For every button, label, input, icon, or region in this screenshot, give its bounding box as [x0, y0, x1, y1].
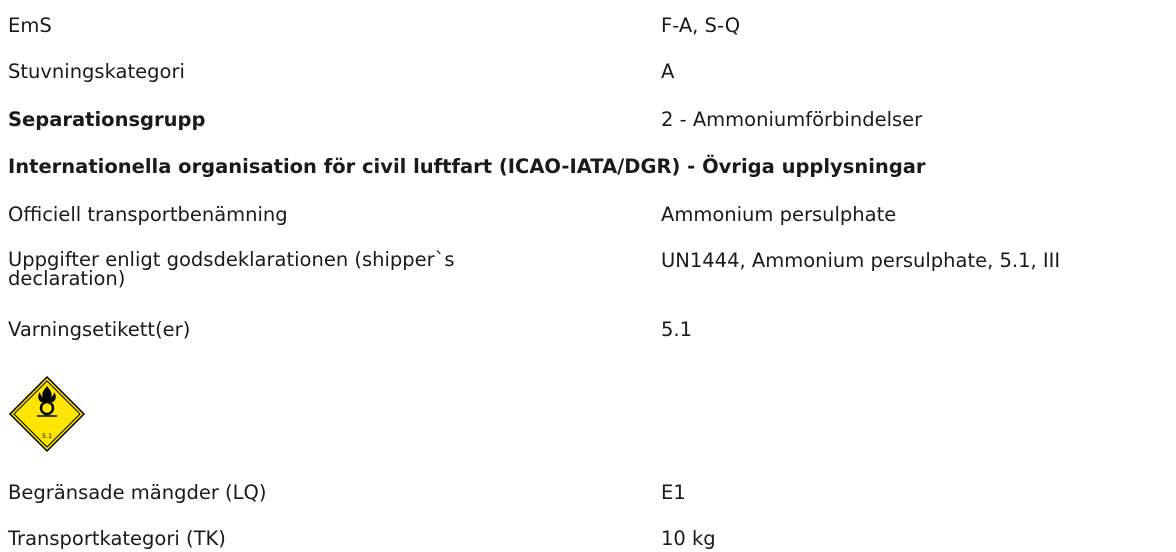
limited-quantities-value: E1	[661, 481, 686, 504]
warning-labels-label: Varningsetikett(er)	[8, 318, 191, 341]
transport-category-label: Transportkategori (TK)	[8, 527, 226, 550]
icao-heading: Internationella organisation för civil l…	[8, 155, 926, 178]
stowage-value: A	[661, 60, 675, 83]
warning-labels-value: 5.1	[661, 318, 693, 341]
declaration-value: UN1444, Ammonium persulphate, 5.1, III	[661, 249, 1061, 272]
transport-category-value: 10 kg	[661, 527, 716, 550]
shipping-name-value: Ammonium persulphate	[661, 203, 897, 226]
separation-label: Separationsgrupp	[8, 108, 206, 131]
flame-shape	[38, 386, 56, 402]
declaration-label-line1: Uppgifter enligt godsdeklarationen (ship…	[8, 248, 455, 271]
shipping-name-label: Officiell transportbenämning	[8, 203, 288, 226]
ems-value: F-A, S-Q	[661, 14, 741, 37]
declaration-label-line2: declaration)	[8, 267, 126, 290]
separation-value: 2 - Ammoniumförbindelser	[661, 108, 923, 131]
limited-quantities-label: Begränsade mängder (LQ)	[8, 481, 267, 504]
circle-shape	[39, 400, 55, 416]
document-page: EmS F-A, S-Q Stuvningskategori A Separat…	[8, 0, 1168, 552]
hazard-class-text: 5.1	[42, 432, 52, 440]
ems-label: EmS	[8, 14, 52, 37]
declaration-label: Uppgifter enligt godsdeklarationen (ship…	[8, 248, 628, 290]
oxidizer-diamond-icon: 5.1	[8, 375, 86, 453]
diamond-inner-border	[13, 380, 81, 448]
stowage-label: Stuvningskategori	[8, 60, 185, 83]
